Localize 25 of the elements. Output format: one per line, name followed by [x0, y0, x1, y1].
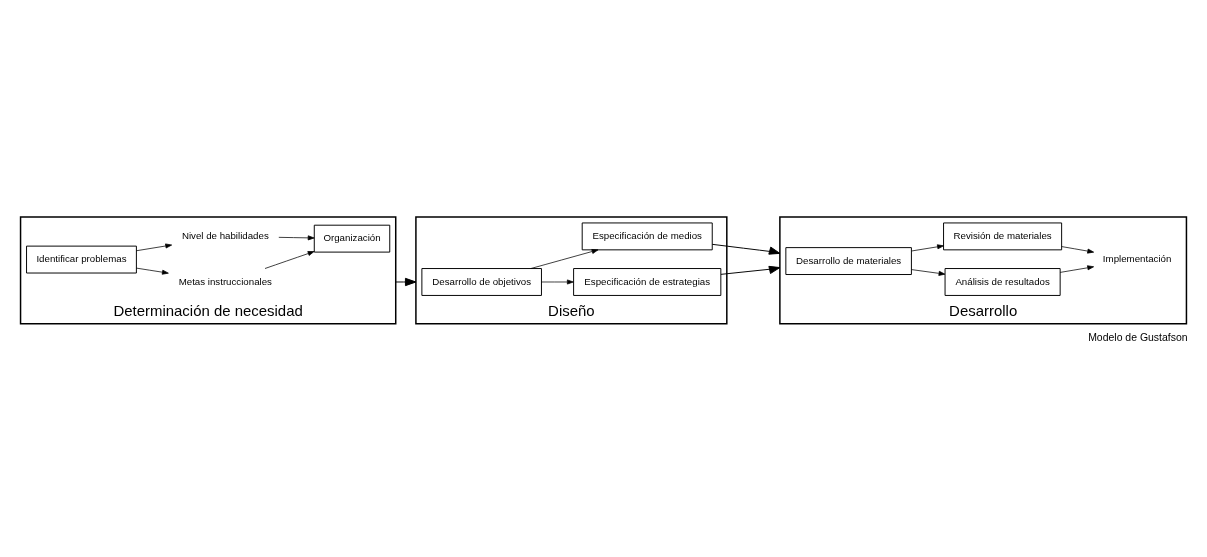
- arrow: [541, 279, 574, 284]
- arrow: [720, 265, 781, 275]
- arrow: [711, 243, 781, 255]
- caption: Modelo de Gustafson: [1088, 331, 1188, 343]
- arrow: [530, 248, 599, 269]
- node-text: Nivel de habilidades: [181, 229, 269, 241]
- arrow: [911, 243, 944, 251]
- arrow: [264, 250, 315, 269]
- arrow: [1061, 245, 1095, 254]
- node-box: Organización: [313, 224, 391, 253]
- arrow: [136, 243, 173, 251]
- arrow: [136, 267, 169, 275]
- node-text: Implementación: [1102, 252, 1172, 264]
- arrow: [911, 268, 946, 276]
- node-box: Especificación de estrategias: [573, 267, 722, 296]
- node-box: Desarrollo de objetivos: [421, 267, 542, 296]
- arrow: [395, 277, 417, 286]
- node-box: Desarrollo de materiales: [785, 246, 912, 275]
- node-text: Metas instruccionales: [178, 275, 272, 287]
- node-box: Identificar problemas: [26, 245, 137, 273]
- arrow: [1059, 264, 1095, 273]
- node-box: Especificación de medios: [581, 221, 713, 250]
- node-box: Revisión de materiales: [943, 221, 1063, 250]
- node-box: Análisis de resultados: [944, 267, 1061, 296]
- arrow: [278, 234, 315, 240]
